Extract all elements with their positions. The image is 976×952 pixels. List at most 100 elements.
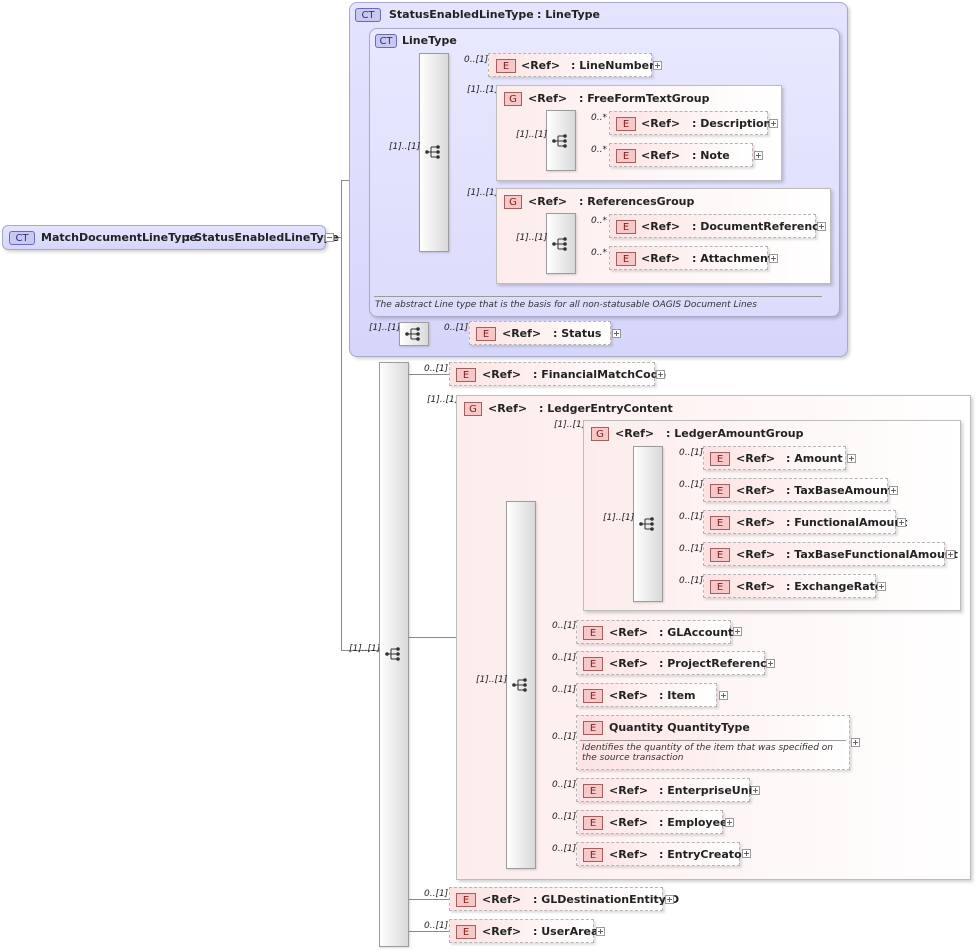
- element-item[interactable]: E <Ref> : Item: [576, 683, 717, 707]
- cardinality: 0..[1]: [424, 364, 449, 374]
- line-type-sequence[interactable]: [419, 53, 449, 252]
- cardinality: [1]..[1]: [516, 233, 548, 243]
- element-project-reference[interactable]: E <Ref> : ProjectReference: [576, 651, 774, 675]
- ref-label: <Ref>: [528, 195, 568, 208]
- expand-icon[interactable]: [754, 151, 763, 160]
- element-enterprise-unit[interactable]: E <Ref> : EnterpriseUnit: [576, 778, 758, 802]
- element-name: : ProjectReference: [659, 657, 775, 670]
- collapse-icon[interactable]: [325, 233, 334, 242]
- cardinality: [1]..[1]: [516, 130, 548, 140]
- element-name: : GLAccount: [659, 626, 734, 639]
- expand-icon[interactable]: [766, 659, 775, 668]
- element-user-area[interactable]: E <Ref> : UserArea: [449, 919, 598, 943]
- element-name: : FunctionalAmount: [786, 516, 908, 529]
- element-icon: E: [456, 925, 476, 939]
- element-quantity[interactable]: E Quantity : QuantityType Identifies the…: [576, 715, 850, 770]
- ref-label: <Ref>: [488, 402, 528, 415]
- expand-icon[interactable]: [946, 550, 955, 559]
- expand-icon[interactable]: [877, 582, 886, 591]
- expand-icon[interactable]: [897, 518, 906, 527]
- expand-icon[interactable]: [653, 61, 662, 70]
- references-sequence[interactable]: [546, 213, 576, 274]
- sequence-icon: [639, 517, 654, 531]
- ref-label: <Ref>: [641, 220, 681, 233]
- element-tax-base-functional-amount[interactable]: E <Ref> : TaxBaseFunctionalAmount: [703, 542, 958, 566]
- ref-label: <Ref>: [609, 657, 649, 670]
- expand-icon[interactable]: [769, 119, 778, 128]
- element-name: : Status: [553, 327, 602, 340]
- cardinality: 0..[1]: [679, 544, 704, 554]
- cardinality: [1]..[1]: [467, 85, 499, 95]
- group-name: : ReferencesGroup: [579, 195, 695, 208]
- expand-icon[interactable]: [889, 486, 898, 495]
- element-attachment[interactable]: E <Ref> : Attachment: [609, 246, 773, 270]
- element-amount[interactable]: E <Ref> : Amount: [703, 446, 846, 470]
- element-note[interactable]: E <Ref> : Note: [609, 143, 753, 167]
- element-gl-destination-entity-id[interactable]: E <Ref> : GLDestinationEntityID: [449, 887, 679, 911]
- cardinality: [1]..[1]: [369, 323, 401, 333]
- cardinality: [1]..[1]: [476, 675, 508, 685]
- cardinality: 0..[1]: [552, 844, 577, 854]
- cardinality: 0..*: [591, 113, 607, 123]
- expand-icon[interactable]: [817, 222, 826, 231]
- ref-label: <Ref>: [609, 816, 649, 829]
- sequence-icon: [405, 327, 420, 341]
- element-name: : DocumentReference: [692, 220, 827, 233]
- element-name: : UserArea: [533, 925, 599, 938]
- cardinality: 0..*: [591, 216, 607, 226]
- element-icon: E: [616, 117, 636, 131]
- element-type: : QuantityType: [659, 721, 750, 734]
- sequence-icon: [552, 134, 567, 148]
- root-name: MatchDocumentLineType: [41, 231, 197, 244]
- cardinality: 0..[1]: [552, 685, 577, 695]
- ref-label: <Ref>: [609, 626, 649, 639]
- expand-icon[interactable]: [851, 738, 860, 747]
- expand-icon[interactable]: [751, 786, 760, 795]
- element-gl-account[interactable]: E <Ref> : GLAccount: [576, 620, 734, 644]
- element-icon: E: [456, 893, 476, 907]
- expand-icon[interactable]: [769, 254, 778, 263]
- expand-icon[interactable]: [665, 895, 674, 904]
- element-status[interactable]: E <Ref> : Status: [469, 321, 611, 345]
- expand-icon[interactable]: [656, 370, 665, 379]
- expand-icon[interactable]: [596, 927, 605, 936]
- element-name: : TaxBaseFunctionalAmount: [786, 548, 958, 561]
- group-icon: G: [464, 402, 482, 416]
- quantity-annotation: Identifies the quantity of the item that…: [582, 743, 833, 763]
- ref-label: <Ref>: [615, 427, 655, 440]
- expand-icon[interactable]: [725, 818, 734, 827]
- element-financial-match-code[interactable]: E <Ref> : FinancialMatchCode: [449, 362, 666, 386]
- element-icon: E: [710, 548, 730, 562]
- element-description[interactable]: E <Ref> : Description: [609, 111, 771, 135]
- cardinality: 0..[1]: [679, 512, 704, 522]
- cardinality: 0..[1]: [444, 323, 469, 333]
- expand-icon[interactable]: [733, 627, 742, 636]
- expand-icon[interactable]: [719, 691, 728, 700]
- ledger-amount-sequence[interactable]: [633, 446, 663, 602]
- element-icon: E: [496, 59, 516, 73]
- element-functional-amount[interactable]: E <Ref> : FunctionalAmount: [703, 510, 907, 534]
- element-icon: E: [456, 368, 476, 382]
- ref-label: <Ref>: [641, 149, 681, 162]
- element-entry-creator[interactable]: E <Ref> : EntryCreator: [576, 842, 747, 866]
- expand-icon[interactable]: [612, 329, 621, 338]
- ref-label: <Ref>: [736, 452, 776, 465]
- cardinality: 0..[1]: [679, 448, 704, 458]
- element-name: : FinancialMatchCode: [533, 368, 667, 381]
- element-name: : ExchangeRate: [786, 580, 883, 593]
- element-employee[interactable]: E <Ref> : Employee: [576, 810, 728, 834]
- root-complex-type[interactable]: CT MatchDocumentLineType : StatusEnabled…: [2, 225, 339, 250]
- element-exchange-rate[interactable]: E <Ref> : ExchangeRate: [703, 574, 882, 598]
- sequence-icon: [552, 237, 567, 251]
- element-tax-base-amount[interactable]: E <Ref> : TaxBaseAmount: [703, 478, 893, 502]
- expand-icon[interactable]: [847, 454, 856, 463]
- ref-label: <Ref>: [609, 848, 649, 861]
- expand-icon[interactable]: [742, 849, 751, 858]
- cardinality: [1]..[1]: [467, 188, 499, 198]
- ref-label: <Ref>: [609, 784, 649, 797]
- element-name: : Employee: [659, 816, 728, 829]
- element-icon: E: [583, 626, 603, 640]
- element-document-reference[interactable]: E <Ref> : DocumentReference: [609, 214, 826, 238]
- sequence-icon: [512, 678, 527, 692]
- element-line-number[interactable]: E <Ref> : LineNumber: [488, 53, 655, 77]
